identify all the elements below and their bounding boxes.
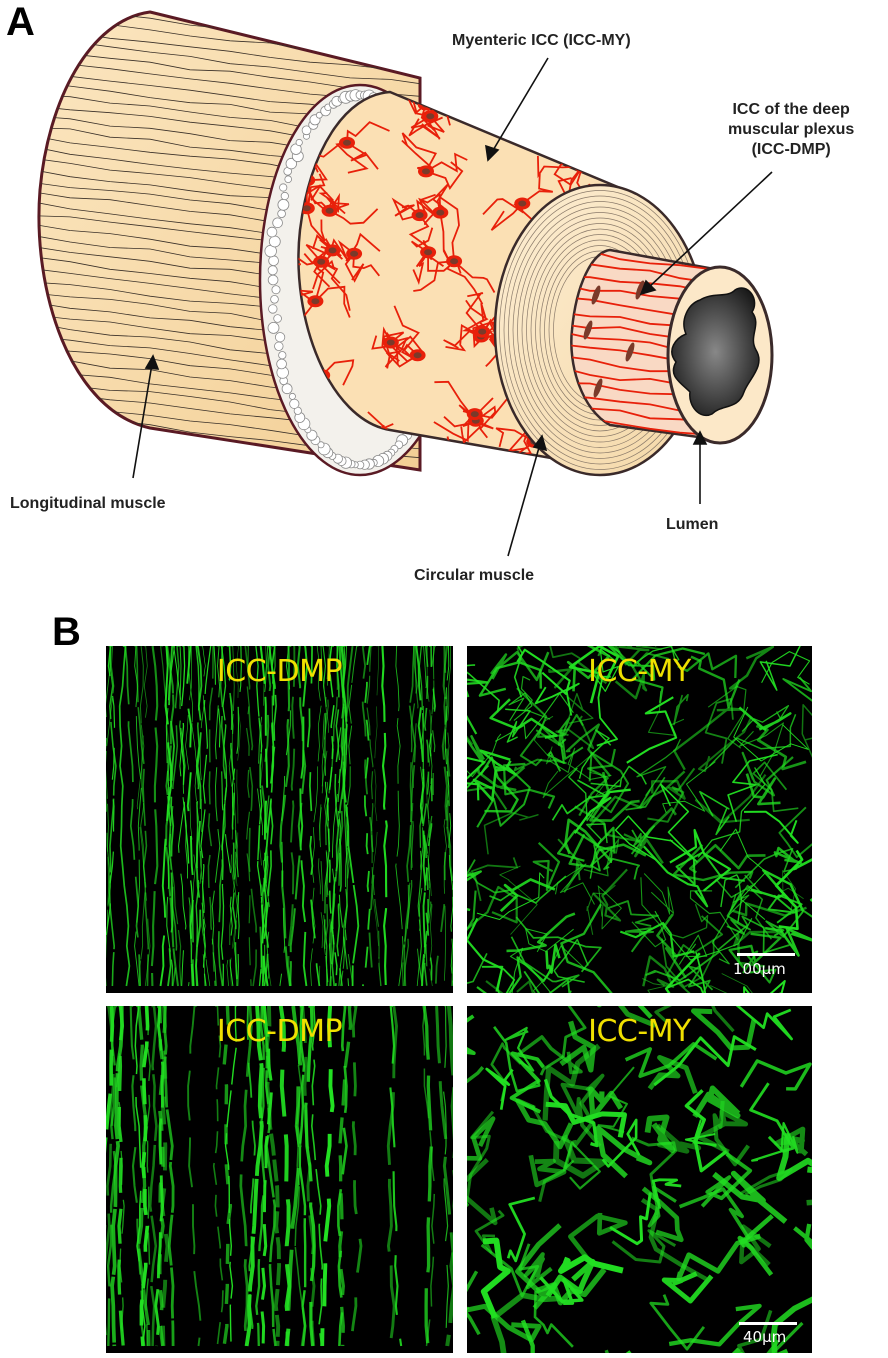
micrograph-icc-dmp-low: ICC-DMP bbox=[106, 646, 453, 993]
label-deep-line-1: ICC of the deep bbox=[732, 101, 850, 118]
scale-bar bbox=[737, 953, 795, 956]
micrograph-icc-my-low: ICC-MY 100µm bbox=[467, 646, 812, 993]
scale-label: 100µm bbox=[733, 960, 786, 978]
label-longitudinal-muscle: Longitudinal muscle bbox=[10, 495, 166, 512]
annotation-arrows bbox=[132, 57, 773, 557]
label-myenteric-icc: Myenteric ICC (ICC-MY) bbox=[452, 32, 631, 49]
micrograph-title: ICC-MY bbox=[588, 654, 691, 689]
label-deep-muscular-plexus: ICC of the deep muscular plexus (ICC-DMP… bbox=[728, 100, 854, 160]
panel-a-letter: A bbox=[6, 0, 35, 44]
micrograph-title: ICC-DMP bbox=[216, 654, 343, 689]
micrograph-icc-my-high: ICC-MY 40µm bbox=[467, 1006, 812, 1353]
panel-b-letter: B bbox=[52, 610, 81, 654]
gut-wall-diagram bbox=[37, 10, 774, 557]
micrograph-title: ICC-MY bbox=[588, 1014, 691, 1049]
label-lumen: Lumen bbox=[666, 516, 719, 533]
scale-label: 40µm bbox=[743, 1328, 787, 1346]
label-circular-muscle: Circular muscle bbox=[414, 567, 535, 584]
lumen-end bbox=[666, 265, 774, 445]
label-deep-line-3: (ICC-DMP) bbox=[751, 141, 831, 158]
micrograph-title: ICC-DMP bbox=[216, 1014, 343, 1049]
label-deep-line-2: muscular plexus bbox=[728, 121, 855, 138]
micrograph-icc-dmp-high: ICC-DMP bbox=[106, 1006, 453, 1353]
scale-bar bbox=[739, 1322, 797, 1325]
